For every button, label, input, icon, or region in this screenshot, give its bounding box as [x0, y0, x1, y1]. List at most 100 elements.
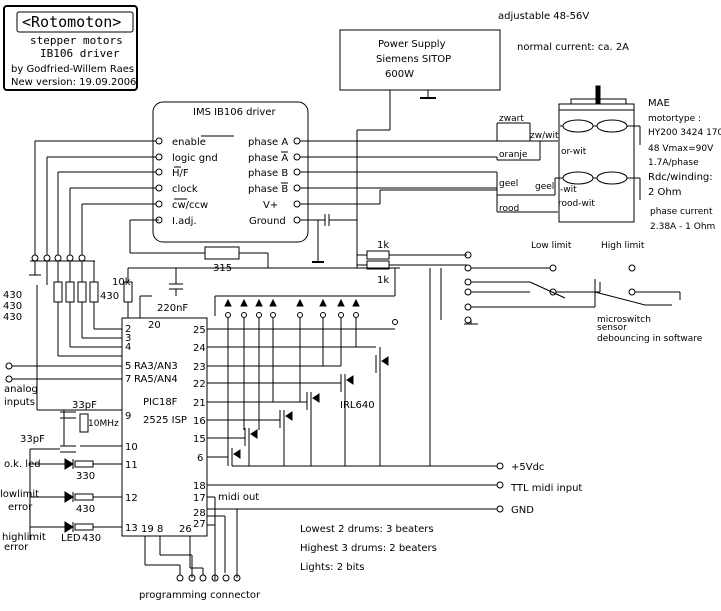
resistor-430-side: 430 [100, 291, 119, 302]
label-lowlimit: lowlimit [0, 489, 39, 500]
motor-maker: MAE [648, 98, 670, 109]
label-sensor: sensor [597, 323, 627, 333]
driver-title: IMS IB106 driver [193, 107, 276, 118]
ps-current: normal current: ca. 2A [517, 42, 629, 53]
driver-pin-phase-b-bar: phase B [248, 184, 288, 195]
pic-pin-9: 9 [125, 411, 131, 422]
label-ttl-midi: TTL midi input [510, 483, 582, 494]
pic-pin-17: 17 [193, 493, 206, 504]
driver-pin-phase-a: phase A [248, 137, 288, 148]
resistor-430-highlimit: 430 [82, 533, 101, 544]
pic-pin-26: 26 [179, 524, 192, 535]
label-microswitch: microswitch [597, 315, 651, 325]
driver-pin-ground: Ground [249, 216, 286, 227]
pic-pin-7: 7 [125, 374, 131, 385]
driver-pin-logic-gnd: logic gnd [172, 153, 218, 164]
pic-pin-10: 10 [125, 442, 138, 453]
pic-pin-8: 8 [157, 524, 163, 535]
pic-pin-20: 20 [148, 320, 161, 331]
driver-pin-phase-a-bar: phase A [248, 153, 288, 164]
wire-rood: rood [499, 204, 519, 214]
label-analog: analog [4, 384, 38, 395]
pic-pin-2: 2 [125, 324, 131, 335]
cap-220n: 220nF [157, 303, 188, 314]
pic-chip [121, 317, 497, 537]
pic-pin-11: 11 [125, 460, 138, 471]
label-lowlimit-error: error [8, 502, 33, 513]
ps-adjustable: adjustable 48-56V [498, 11, 589, 22]
left-inputs [5, 362, 122, 540]
ps-model: Siemens SITOP [376, 54, 451, 65]
programming-connector [144, 497, 241, 582]
note-lights: Lights: 2 bits [300, 562, 365, 573]
pic-pin-ra4: RA5/AN4 [134, 374, 178, 385]
pic-midi-out: midi out [218, 492, 259, 503]
driver-pin-clock: clock [172, 184, 198, 195]
resistor-430-stack-2: 430 [3, 301, 22, 312]
label-programming: programming connector [139, 590, 261, 601]
label-gnd: GND [511, 505, 534, 516]
wire-rood-wit: rood-wit [558, 199, 595, 209]
pic-pin-19: 19 [141, 524, 154, 535]
motor-spec2: 1.7A/phase [648, 158, 699, 168]
title-version: New version: 19.09.2006 [11, 77, 136, 88]
label-led: LED [61, 533, 81, 544]
ps-watt: 600W [385, 69, 414, 80]
resistor-315 [129, 219, 269, 268]
motor-rdc: Rdc/winding: [648, 172, 713, 183]
pic-pin-24: 24 [193, 343, 206, 354]
resistor-430-stack-3: 430 [3, 312, 22, 323]
power-supply [339, 29, 501, 268]
label-high-limit: High limit [601, 241, 645, 251]
stepper-motor [558, 85, 641, 223]
wire-oranje: oranje [499, 150, 528, 160]
mosfet-array [227, 347, 497, 467]
reset-network [123, 267, 400, 318]
motor-type: HY200 3424 170 [648, 128, 721, 138]
resistor-330-label: 330 [76, 471, 95, 482]
wire-geel-wit: -wit [560, 185, 577, 195]
pic-pin-5: 5 [125, 361, 131, 372]
driver-pin-vplus: V+ [263, 200, 278, 211]
resistor-430-lowlimit: 430 [76, 504, 95, 515]
wire-geel: geel [499, 179, 518, 189]
driver-pin-cwccw: cw/ccw [172, 200, 208, 211]
motor-phase-current-val: 2.38A - 1 Ohm [650, 222, 715, 232]
pic-pin-12: 12 [125, 493, 138, 504]
pic-pin-6: 6 [197, 453, 203, 464]
motor-ohm: 2 Ohm [648, 187, 682, 198]
wire-or-wit: or-wit [561, 147, 587, 157]
resistor-1k-b-label: 1k [377, 275, 389, 286]
driver-pin-hf: H/F [172, 168, 189, 179]
title-line2: IB106 driver [40, 47, 120, 60]
label-low-limit: Low limit [531, 241, 572, 251]
wire-zwart: zwart [499, 114, 524, 124]
driver-pin-phase-b: phase B [248, 168, 288, 179]
crystal-label: 10MHz [88, 419, 119, 429]
pic-name1: PIC18F [143, 397, 178, 408]
cap-33p-b: 33pF [20, 434, 45, 445]
pic-pin-15: 15 [193, 434, 206, 445]
label-inputs: inputs [4, 397, 35, 408]
fet-label: IRL640 [340, 400, 375, 411]
pic-pin-ra3: RA3/AN3 [134, 361, 178, 372]
note-lowest: Lowest 2 drums: 3 beaters [300, 524, 434, 535]
label-plus5v: +5Vdc [511, 462, 544, 473]
driver-control-lines [29, 140, 156, 411]
pic-pin-16: 16 [193, 416, 206, 427]
pic-pin-21: 21 [193, 398, 206, 409]
supply-connectors [429, 268, 504, 513]
wire-geel-2: geel [535, 182, 554, 192]
cap-33p-a: 33pF [72, 400, 97, 411]
pic-pin-22: 22 [193, 379, 206, 390]
label-highlimit: highlimit [2, 532, 46, 543]
diode-array [214, 268, 398, 457]
pic-pin-18: 18 [193, 481, 206, 492]
driver-pin-iadj: I.adj. [172, 216, 197, 227]
driver-power [300, 189, 497, 263]
resistor-430-stack-1: 430 [3, 290, 22, 301]
driver-pin-enable: enable [172, 137, 206, 148]
title-box [3, 5, 138, 91]
pic-pin-3: 3 [125, 333, 131, 344]
